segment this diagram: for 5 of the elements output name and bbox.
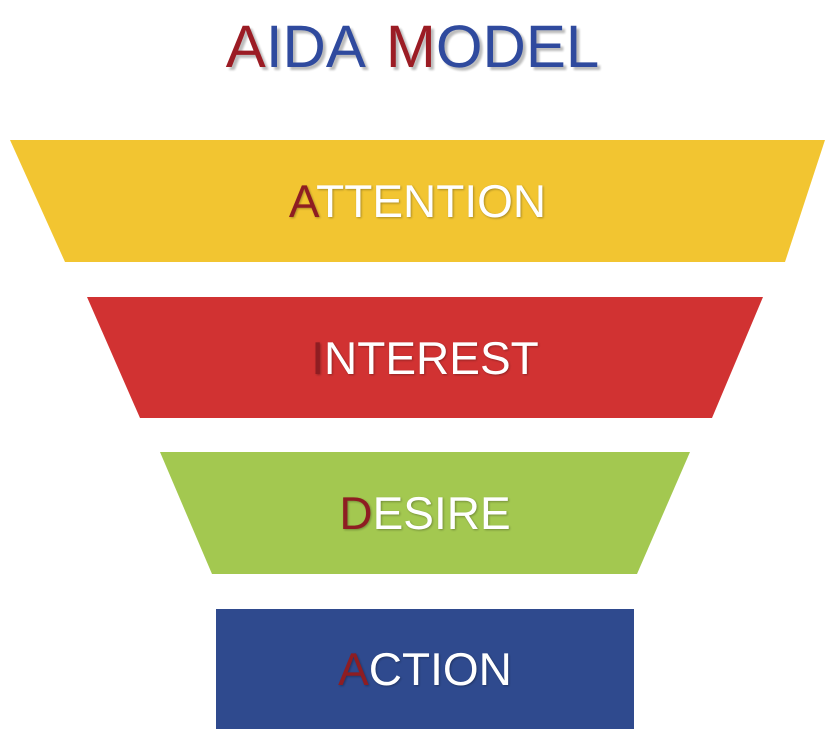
stage-label: DESIRE bbox=[339, 486, 511, 540]
title: AIDA MODEL bbox=[224, 12, 600, 81]
stage-label: ATTENTION bbox=[288, 174, 546, 228]
stage-label: INTEREST bbox=[311, 330, 539, 384]
stage-label: ACTION bbox=[338, 642, 512, 696]
